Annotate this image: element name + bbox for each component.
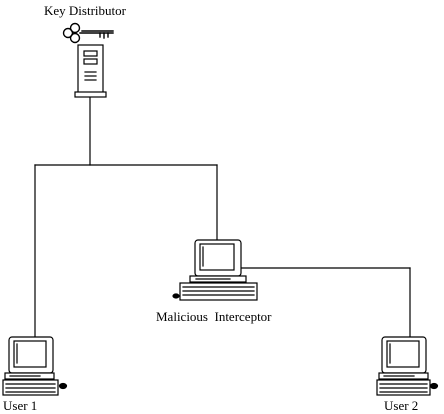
- interceptor-label: Malicious Interceptor: [156, 309, 272, 324]
- user2-label: User 2: [384, 398, 419, 413]
- key-icon: [62, 22, 114, 44]
- interceptor-computer-icon: [172, 239, 258, 301]
- user1-label: User 1: [3, 398, 38, 413]
- connection-lines: [34, 96, 411, 338]
- key-distributor-label: Key Distributor: [44, 3, 126, 18]
- server-icon: [74, 44, 107, 98]
- user2-computer-icon: [376, 336, 439, 396]
- user1-computer-icon: [2, 336, 68, 396]
